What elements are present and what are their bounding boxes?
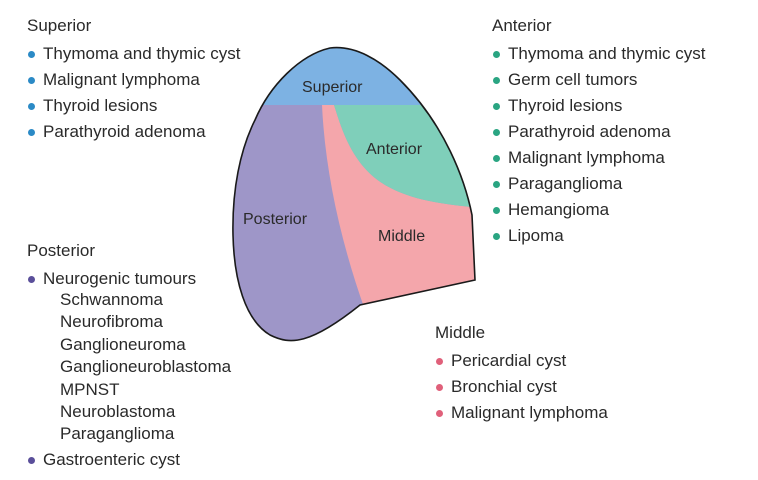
anterior-heading: Anterior xyxy=(492,16,552,35)
list-item: Hemangioma xyxy=(492,197,705,223)
bullet-icon xyxy=(28,51,35,58)
list-item: Lipoma xyxy=(492,223,705,249)
list-item: Thyroid lesions xyxy=(27,93,240,119)
list-item: Neurogenic tumours xyxy=(27,266,231,292)
list-item: Thyroid lesions xyxy=(492,93,705,119)
list-item-text: Malignant lymphoma xyxy=(508,148,665,167)
list-item-text: Germ cell tumors xyxy=(508,70,638,89)
middle-lesion-list: Middle Pericardial cyst Bronchial cyst M… xyxy=(435,323,608,426)
anterior-region-label: Anterior xyxy=(366,141,423,158)
superior-heading: Superior xyxy=(27,16,92,35)
middle-region xyxy=(322,105,475,310)
bullet-icon xyxy=(493,103,500,110)
sub-list-item: Paraganglioma xyxy=(60,424,175,444)
posterior-region-label: Posterior xyxy=(243,211,308,228)
middle-heading: Middle xyxy=(435,323,486,342)
bullet-icon xyxy=(493,77,500,84)
bullet-icon xyxy=(493,51,500,58)
list-item: Germ cell tumors xyxy=(492,67,705,93)
bullet-icon xyxy=(493,233,500,240)
list-item: Pericardial cyst xyxy=(435,348,608,374)
list-item-text: Neurogenic tumours xyxy=(43,269,197,288)
bullet-icon xyxy=(28,103,35,110)
bullet-icon xyxy=(493,181,500,188)
bullet-icon xyxy=(493,207,500,214)
sub-list-item: MPNST xyxy=(60,379,120,399)
list-item-text: Malignant lymphoma xyxy=(451,403,608,422)
superior-lesion-list: Superior Thymoma and thymic cyst Maligna… xyxy=(27,16,240,145)
bullet-icon xyxy=(493,155,500,162)
list-item-text: Thymoma and thymic cyst xyxy=(508,44,706,63)
bullet-icon xyxy=(436,384,443,391)
sub-list-item: Ganglioneuroma xyxy=(60,334,186,354)
lung-outline xyxy=(232,46,476,342)
list-item: Thymoma and thymic cyst xyxy=(27,41,240,67)
list-item: Malignant lymphoma xyxy=(27,67,240,93)
list-item-text: Parathyroid adenoma xyxy=(508,122,671,141)
list-item: Thymoma and thymic cyst xyxy=(492,41,705,67)
list-item-text: Thymoma and thymic cyst xyxy=(43,44,241,63)
superior-region-label: Superior xyxy=(302,79,363,96)
list-item: Bronchial cyst xyxy=(435,374,608,400)
list-item: Malignant lymphoma xyxy=(435,400,608,426)
list-item-text: Malignant lymphoma xyxy=(43,70,200,89)
bullet-icon xyxy=(436,358,443,365)
anterior-lesion-list: Anterior Thymoma and thymic cyst Germ ce… xyxy=(492,16,705,249)
posterior-heading: Posterior xyxy=(27,241,96,260)
list-item-text: Paraganglioma xyxy=(508,174,623,193)
sub-list-item: Neurofibroma xyxy=(60,312,163,332)
list-item: Gastroenteric cyst xyxy=(27,447,231,473)
posterior-lesion-list: Posterior Neurogenic tumours Schwannoma … xyxy=(27,241,231,473)
bullet-icon xyxy=(28,129,35,136)
bullet-icon xyxy=(436,410,443,417)
sub-list-item: Neuroblastoma xyxy=(60,402,176,422)
sub-list-item: Schwannoma xyxy=(60,290,164,309)
list-item-text: Gastroenteric cyst xyxy=(43,449,180,469)
bullet-icon xyxy=(493,129,500,136)
list-item: Paraganglioma xyxy=(492,171,705,197)
sub-list-item: Ganglioneuroblastoma xyxy=(60,357,232,377)
list-item-text: Thyroid lesions xyxy=(43,96,158,115)
middle-region-label: Middle xyxy=(378,228,425,245)
list-item: Parathyroid adenoma xyxy=(492,119,705,145)
list-item-text: Lipoma xyxy=(508,226,564,245)
bullet-icon xyxy=(28,456,35,464)
list-item-text: Pericardial cyst xyxy=(451,351,567,370)
list-item-text: Parathyroid adenoma xyxy=(43,122,206,141)
list-item-text: Thyroid lesions xyxy=(508,96,623,115)
list-item-text: Bronchial cyst xyxy=(451,377,557,396)
bullet-icon xyxy=(28,77,35,84)
bullet-icon xyxy=(28,276,35,283)
list-item: Parathyroid adenoma xyxy=(27,119,240,145)
list-item: Malignant lymphoma xyxy=(492,145,705,171)
list-item-text: Hemangioma xyxy=(508,200,610,219)
